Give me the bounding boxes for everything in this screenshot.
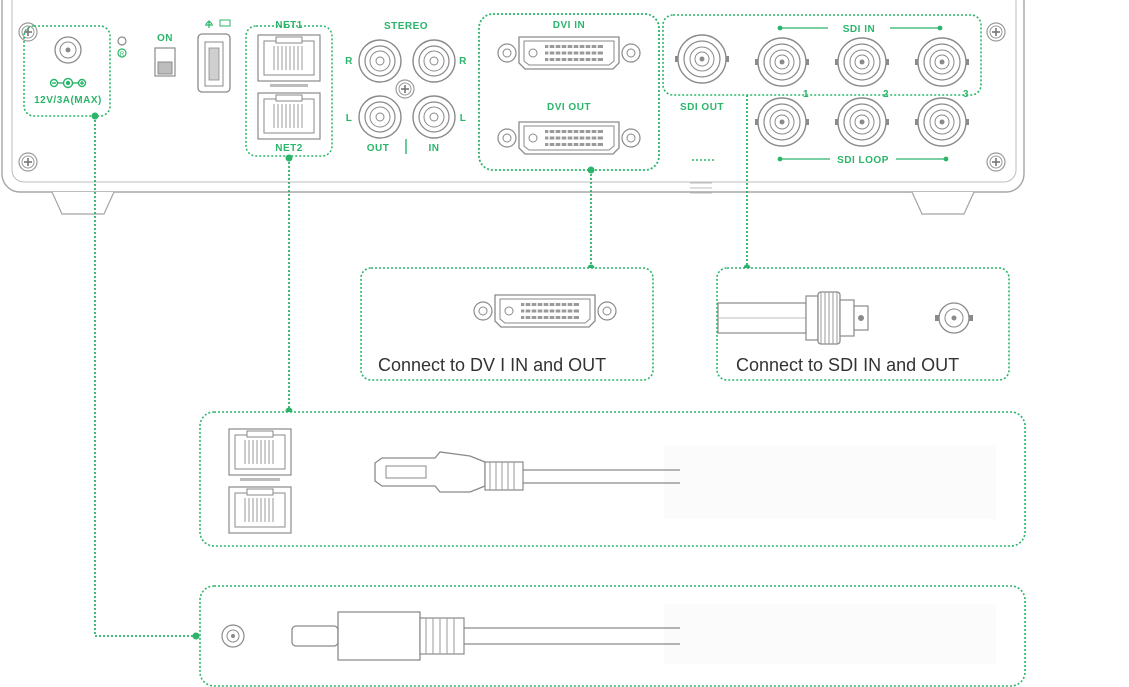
- audio-r-label: R: [459, 56, 467, 67]
- power-switch-label: ON: [157, 33, 173, 44]
- ground-terminal-icon: R: [117, 36, 127, 58]
- svg-text:R: R: [120, 52, 125, 58]
- audio-r-label: R: [345, 56, 353, 67]
- power-rating-label: 12V/3A(MAX): [34, 95, 102, 106]
- usb-port[interactable]: [197, 33, 231, 93]
- dvi-connector-icon[interactable]: [497, 121, 641, 155]
- power-jack-icon: [221, 624, 245, 648]
- power-jack-icon: [49, 36, 87, 89]
- audio-l-label: L: [460, 113, 467, 124]
- rca-jack-icon[interactable]: [412, 39, 456, 83]
- rca-jack-icon[interactable]: [412, 95, 456, 139]
- audio-out-label: OUT: [367, 143, 390, 154]
- dvi-callout-text: Connect to DV I IN and OUT: [378, 355, 606, 375]
- dvi-connector-icon[interactable]: [497, 36, 641, 70]
- ethernet-cable-icon: [374, 451, 680, 493]
- audio-in-label: IN: [429, 143, 440, 154]
- dvi-highlight: [478, 13, 660, 171]
- rj45-port-icon: [228, 428, 292, 476]
- sdi-out-label: SDI OUT: [680, 102, 724, 113]
- connector-leads: [94, 95, 748, 637]
- dvi-in-label: DVI IN: [553, 20, 585, 31]
- sdi-highlight: [662, 14, 982, 96]
- rj45-port-icon[interactable]: [257, 34, 321, 82]
- sdi-loop-bracket: [777, 156, 949, 162]
- sdi-channel-1-label: 1: [803, 89, 809, 100]
- sdi-callout-text: Connect to SDI IN and OUT: [736, 355, 959, 375]
- dvi-connector-icon: [473, 294, 617, 328]
- sdi-in-label: SDI IN: [843, 24, 875, 35]
- sdi-channel-2-label: 2: [883, 89, 889, 100]
- power-switch[interactable]: [154, 47, 176, 77]
- audio-l-label: L: [346, 113, 353, 124]
- dvi-out-label: DVI OUT: [547, 102, 591, 113]
- rj45-port-icon: [228, 486, 292, 534]
- rj45-port-icon[interactable]: [257, 92, 321, 140]
- sdi-loop-label: SDI LOOP: [837, 155, 889, 166]
- screw-icon: [986, 152, 1006, 172]
- vent-lines: [690, 182, 712, 194]
- bnc-connector-icon: [935, 302, 973, 334]
- sdi-in-bracket: [777, 25, 943, 31]
- power-highlight: [23, 25, 111, 117]
- bnc-cable-icon: [717, 291, 869, 345]
- screw-icon: [986, 22, 1006, 42]
- usb-icon: [205, 19, 231, 28]
- dc-plug-icon: [291, 611, 680, 661]
- screw-icon: [18, 152, 38, 172]
- rca-jack-icon[interactable]: [358, 95, 402, 139]
- rca-jack-icon[interactable]: [358, 39, 402, 83]
- net2-label: NET2: [275, 143, 303, 154]
- stereo-label: STEREO: [384, 21, 428, 32]
- screw-icon: [395, 79, 415, 99]
- sdi-channel-3-label: 3: [963, 89, 969, 100]
